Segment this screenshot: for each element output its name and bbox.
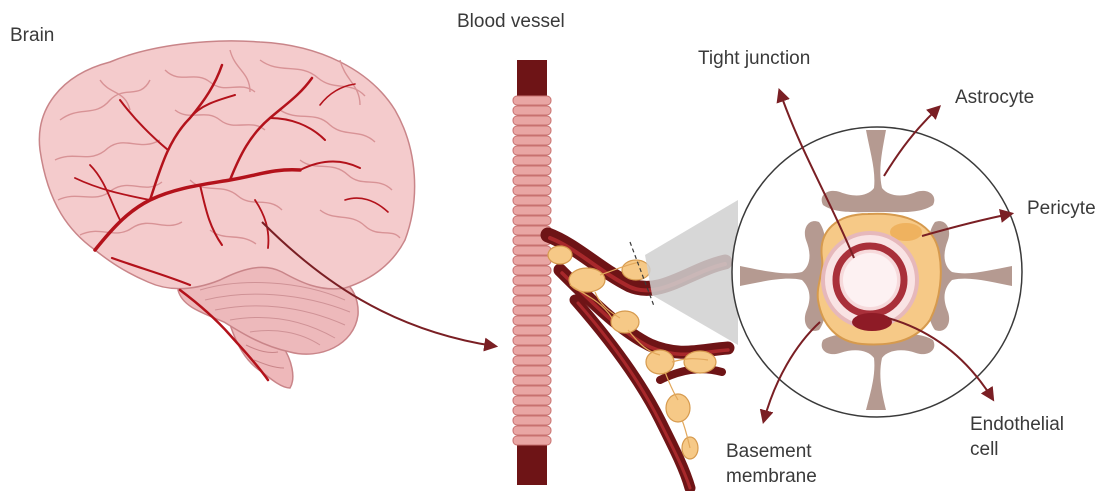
vessel-segment [513, 96, 551, 105]
vessel-segment [513, 296, 551, 305]
label-blood-vessel: Blood vessel [457, 10, 565, 33]
vessel-segment [513, 336, 551, 345]
vessel-segment [513, 286, 551, 295]
vessel-segment [513, 126, 551, 135]
vessel-segment [513, 246, 551, 255]
label-endothelial-line1: Endothelial [970, 413, 1064, 436]
vessel-segment [513, 196, 551, 205]
vessel-segment [513, 346, 551, 355]
vessel-segment [513, 186, 551, 195]
label-basement-line1: Basement [726, 440, 812, 463]
vessel-segment [513, 156, 551, 165]
label-pericyte: Pericyte [1027, 197, 1096, 220]
vessel-segment [513, 376, 551, 385]
vessel-segment [513, 206, 551, 215]
vessel-segment [513, 356, 551, 365]
label-endothelial-line2: cell [970, 438, 999, 461]
label-brain: Brain [10, 24, 54, 47]
vessel-segment [513, 326, 551, 335]
label-astrocyte: Astrocyte [955, 86, 1034, 109]
vessel-segment [513, 146, 551, 155]
bbb-cross-section [732, 127, 1022, 417]
vessel-segment [513, 116, 551, 125]
vessel-lumen [843, 253, 897, 307]
zoom-cone [645, 200, 738, 345]
vessel-segment [513, 256, 551, 265]
cerebrum [39, 41, 414, 289]
vessel-bottom-cap [517, 440, 547, 485]
brain-illustration [39, 41, 414, 388]
vessel-segment [513, 216, 551, 225]
vessel-segment [513, 366, 551, 375]
endothelial-nucleus [852, 313, 892, 331]
vessel-segment [513, 136, 551, 145]
label-tight-junction: Tight junction [698, 47, 810, 70]
vessel-segment [513, 306, 551, 315]
vessel-segment [513, 426, 551, 435]
vessel-segment [513, 416, 551, 425]
vessel-segment [513, 396, 551, 405]
label-basement-line2: membrane [726, 465, 817, 488]
vessel-segment [513, 316, 551, 325]
vessel-segment [513, 166, 551, 175]
vessel-segment [513, 106, 551, 115]
vessel-segment [513, 436, 551, 445]
vessel-segment [513, 176, 551, 185]
vessel-top-cap [517, 60, 547, 100]
vessel-segment [513, 406, 551, 415]
vessel-segment [513, 266, 551, 275]
vessel-segments [513, 96, 551, 445]
vessel-segment [513, 276, 551, 285]
vessel-segment [513, 386, 551, 395]
